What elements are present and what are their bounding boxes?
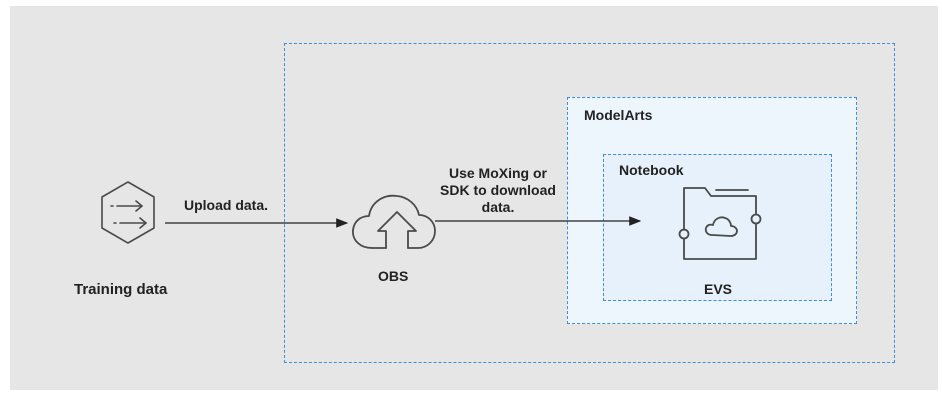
cloud-upload-icon (352, 194, 436, 249)
notebook-container (603, 154, 832, 301)
training-data-label: Training data (74, 281, 168, 298)
modelarts-title: ModelArts (584, 107, 653, 123)
notebook-title: Notebook (619, 162, 684, 178)
cloud-region-boundary (284, 43, 895, 363)
upload-edge-label: Upload data. (184, 197, 269, 213)
obs-label: OBS (378, 268, 409, 284)
evs-label: EVS (704, 281, 733, 297)
download-edge-label: Use MoXing or SDK to download data. (440, 165, 556, 215)
folder-cloud-icon (678, 187, 762, 260)
hexagon-data-transfer-icon (101, 181, 155, 244)
